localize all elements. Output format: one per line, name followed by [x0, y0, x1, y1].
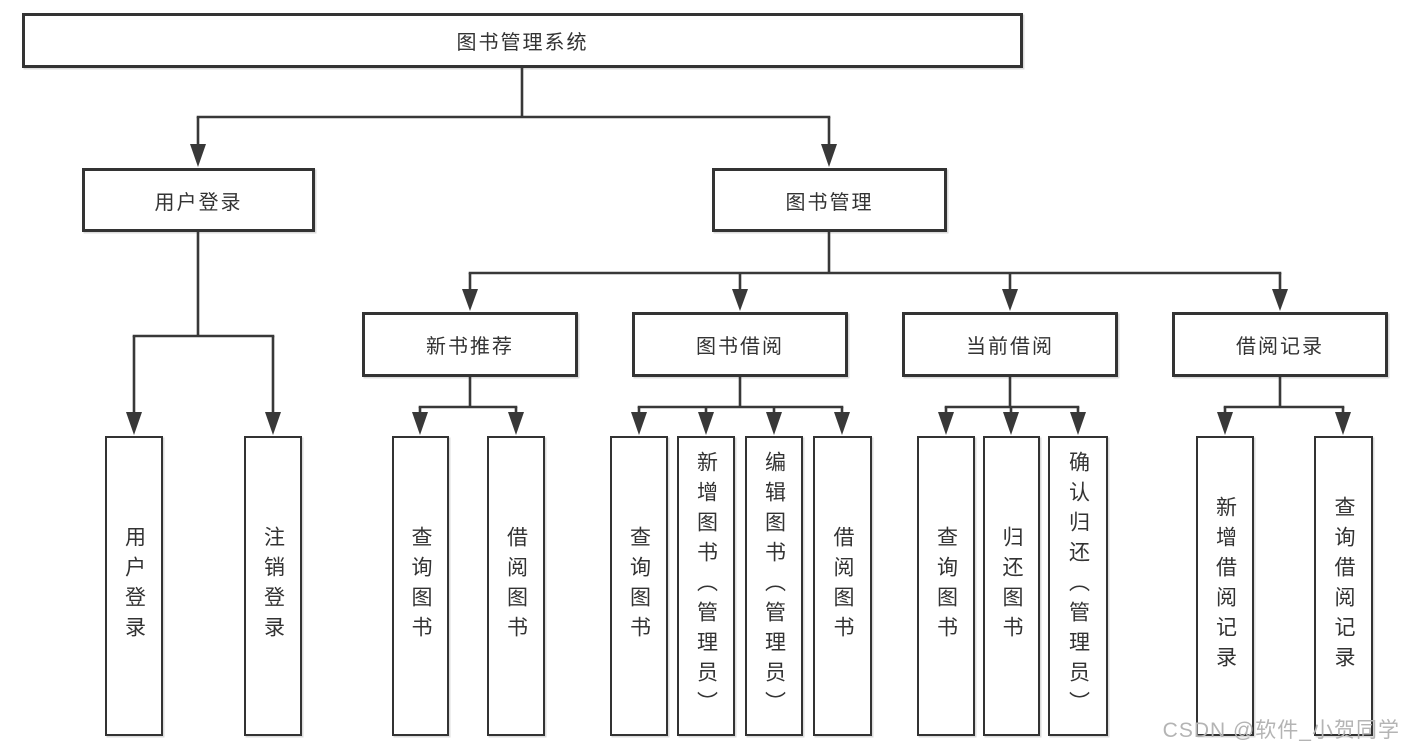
- watermark: CSDN @软件_小贺同学: [1162, 719, 1400, 742]
- leaf-user-login: 用户登录: [105, 436, 163, 736]
- arrowhead: [1217, 412, 1233, 435]
- leaf-add-borrow-record: 新增借阅记录: [1196, 436, 1254, 736]
- leaf-confirm-return-admin: 确认归还（管理员）: [1048, 436, 1108, 736]
- leaf-return-books: 归还图书: [983, 436, 1040, 736]
- arrowhead: [732, 289, 748, 311]
- arrowhead: [1003, 412, 1019, 435]
- arrowhead: [766, 412, 782, 435]
- arrowhead: [265, 412, 281, 435]
- arrowhead: [126, 412, 142, 435]
- connector-new-books-branch: [418, 377, 518, 413]
- connector-user-login-branch: [132, 232, 275, 413]
- leaf-query-books-3: 查询图书: [917, 436, 975, 736]
- connector-book-borrow-branch: [637, 377, 844, 413]
- leaf-add-books-admin: 新增图书（管理员）: [677, 436, 735, 736]
- node-user-login: 用户登录: [82, 168, 315, 232]
- node-borrow-records: 借阅记录: [1172, 312, 1388, 377]
- arrowhead: [821, 144, 837, 167]
- arrowhead: [508, 412, 524, 435]
- arrowhead: [1002, 289, 1018, 311]
- node-current-borrowing: 当前借阅: [902, 312, 1118, 377]
- arrowhead: [938, 412, 954, 435]
- connector-current-borrow-branch: [944, 377, 1080, 413]
- arrowhead: [631, 412, 647, 435]
- leaf-edit-books-admin: 编辑图书（管理员）: [745, 436, 803, 736]
- connector-root-to-level2: [196, 68, 831, 145]
- leaf-borrow-books-2: 借阅图书: [813, 436, 872, 736]
- connector-borrow-records-branch: [1223, 377, 1345, 413]
- arrowhead: [834, 412, 850, 435]
- node-book-management: 图书管理: [712, 168, 947, 232]
- leaf-logout: 注销登录: [244, 436, 302, 736]
- leaf-query-books-1: 查询图书: [392, 436, 449, 736]
- leaf-query-books-2: 查询图书: [610, 436, 668, 736]
- arrowhead: [1272, 289, 1288, 311]
- arrowhead: [698, 412, 714, 435]
- arrowhead: [190, 144, 206, 167]
- arrowhead: [412, 412, 428, 435]
- arrowhead: [1335, 412, 1351, 435]
- node-new-book-recommend: 新书推荐: [362, 312, 578, 377]
- leaf-query-borrow-record: 查询借阅记录: [1314, 436, 1373, 736]
- leaf-borrow-books-1: 借阅图书: [487, 436, 545, 736]
- node-root-system: 图书管理系统: [22, 13, 1023, 68]
- arrowhead: [1070, 412, 1086, 435]
- connector-book-mgmt-branch: [468, 232, 1282, 290]
- arrowhead: [462, 289, 478, 311]
- node-book-borrowing: 图书借阅: [632, 312, 848, 377]
